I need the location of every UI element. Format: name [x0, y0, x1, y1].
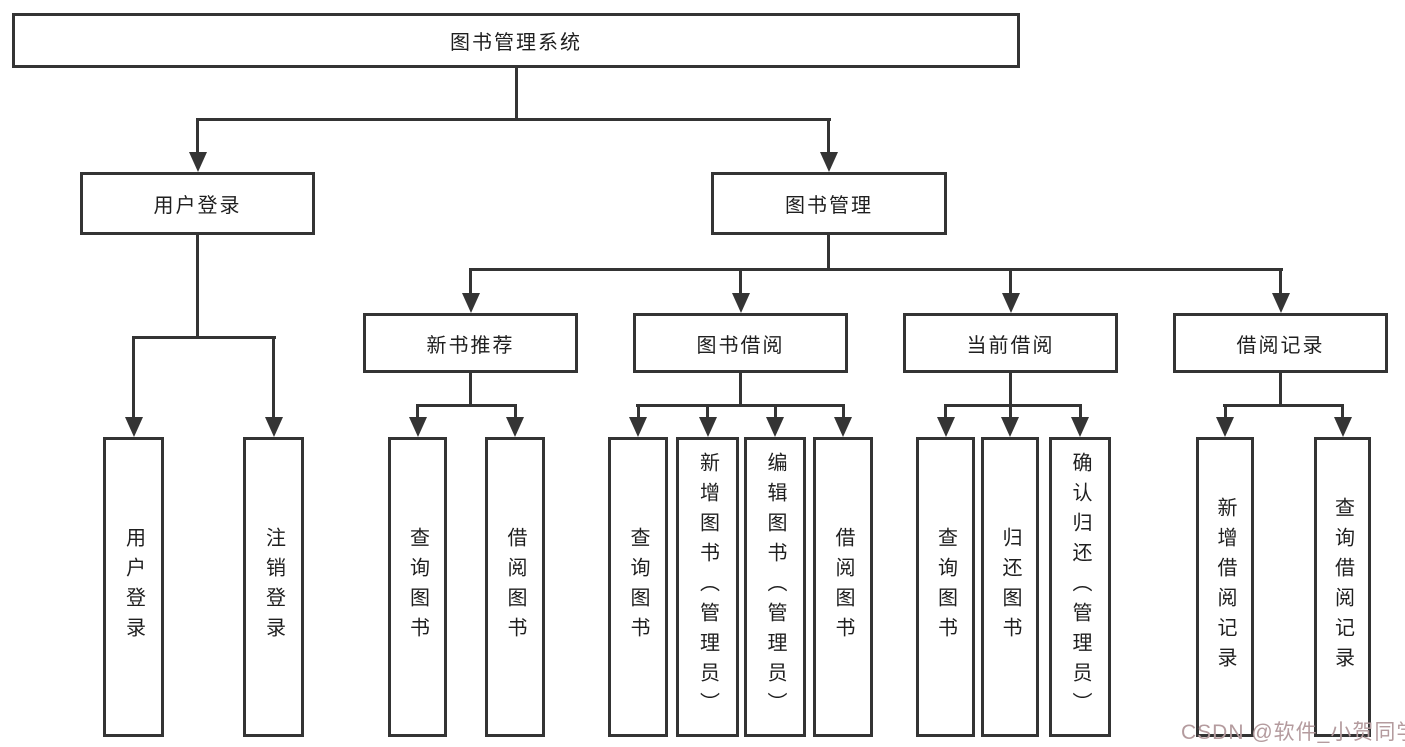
connector-line — [1224, 404, 1227, 420]
connector-line — [1079, 404, 1082, 420]
arrow-down-icon — [506, 417, 524, 437]
arrow-down-icon — [1002, 293, 1020, 313]
node-user-login: 用户登录 — [80, 172, 315, 235]
node-root: 图书管理系统 — [12, 13, 1020, 68]
leaf-edit-book-admin-label: 编辑图书（管理员） — [764, 452, 786, 722]
node-current-borrow: 当前借阅 — [903, 313, 1118, 373]
leaf-borrow-books-recommend-label: 借阅图书 — [504, 527, 526, 647]
connector-line — [416, 404, 517, 407]
arrow-down-icon — [766, 417, 784, 437]
leaf-query-books-borrow-label: 查询图书 — [627, 527, 649, 647]
arrow-down-icon — [820, 152, 838, 172]
connector-line — [1009, 268, 1012, 296]
connector-line — [944, 404, 1082, 407]
connector-line — [1341, 404, 1344, 420]
arrow-down-icon — [265, 417, 283, 437]
connector-line — [469, 373, 472, 406]
connector-line — [827, 118, 830, 156]
leaf-borrow-book-label: 借阅图书 — [832, 527, 854, 647]
connector-line — [196, 235, 199, 338]
arrow-down-icon — [1334, 417, 1352, 437]
node-new-book-recommend-label: 新书推荐 — [426, 334, 515, 357]
leaf-query-books-recommend: 查询图书 — [388, 437, 447, 737]
connector-line — [132, 336, 135, 420]
leaf-query-books-current: 查询图书 — [916, 437, 975, 737]
leaf-query-books-borrow: 查询图书 — [608, 437, 668, 737]
leaf-user-login: 用户登录 — [103, 437, 164, 737]
leaf-logout: 注销登录 — [243, 437, 304, 737]
connector-line — [1009, 373, 1012, 406]
arrow-down-icon — [409, 417, 427, 437]
connector-line — [774, 404, 777, 420]
connector-line — [416, 404, 419, 420]
leaf-logout-label: 注销登录 — [262, 527, 285, 647]
node-root-label: 图书管理系统 — [450, 32, 582, 54]
connector-line — [842, 404, 845, 420]
connector-line — [1279, 373, 1282, 406]
leaf-confirm-return-admin: 确认归还（管理员） — [1049, 437, 1111, 737]
connector-line — [469, 268, 1283, 271]
leaf-query-borrow-record-label: 查询借阅记录 — [1331, 497, 1354, 677]
connector-line — [1223, 404, 1344, 407]
arrow-down-icon — [1071, 417, 1089, 437]
arrow-down-icon — [1216, 417, 1234, 437]
connector-line — [636, 404, 845, 407]
arrow-down-icon — [462, 293, 480, 313]
leaf-add-borrow-record: 新增借阅记录 — [1196, 437, 1254, 737]
node-borrow-records-label: 借阅记录 — [1236, 334, 1325, 357]
connector-line — [196, 118, 199, 156]
node-new-book-recommend: 新书推荐 — [363, 313, 578, 373]
connector-line — [132, 336, 276, 339]
leaf-add-book-admin: 新增图书（管理员） — [676, 437, 739, 737]
arrow-down-icon — [1001, 417, 1019, 437]
connector-line — [944, 404, 947, 420]
connector-line — [469, 268, 472, 296]
connector-line — [514, 404, 517, 420]
node-book-borrow-label: 图书借阅 — [696, 334, 785, 357]
node-borrow-records: 借阅记录 — [1173, 313, 1388, 373]
leaf-return-book: 归还图书 — [981, 437, 1039, 737]
leaf-borrow-books-recommend: 借阅图书 — [485, 437, 545, 737]
watermark: CSDN @软件_小贺同学 — [1181, 721, 1405, 744]
connector-line — [827, 235, 830, 271]
leaf-user-login-label: 用户登录 — [122, 527, 145, 647]
node-book-management: 图书管理 — [711, 172, 947, 235]
connector-line — [196, 118, 831, 121]
node-book-management-label: 图书管理 — [785, 195, 873, 217]
arrow-down-icon — [732, 293, 750, 313]
connector-line — [1009, 404, 1012, 420]
leaf-query-books-current-label: 查询图书 — [934, 527, 957, 647]
arrow-down-icon — [834, 417, 852, 437]
connector-line — [637, 404, 640, 420]
arrow-down-icon — [189, 152, 207, 172]
leaf-borrow-book: 借阅图书 — [813, 437, 873, 737]
connector-line — [272, 336, 275, 420]
leaf-query-books-recommend-label: 查询图书 — [406, 527, 429, 647]
leaf-add-borrow-record-label: 新增借阅记录 — [1214, 497, 1236, 677]
leaf-return-book-label: 归还图书 — [999, 527, 1021, 647]
arrow-down-icon — [125, 417, 143, 437]
leaf-add-book-admin-label: 新增图书（管理员） — [696, 452, 719, 722]
arrow-down-icon — [629, 417, 647, 437]
node-book-borrow: 图书借阅 — [633, 313, 848, 373]
leaf-query-borrow-record: 查询借阅记录 — [1314, 437, 1371, 737]
arrow-down-icon — [937, 417, 955, 437]
arrow-down-icon — [1272, 293, 1290, 313]
leaf-confirm-return-admin-label: 确认归还（管理员） — [1069, 452, 1091, 722]
connector-line — [706, 404, 709, 420]
connector-line — [515, 68, 518, 120]
connector-line — [739, 373, 742, 406]
connector-line — [739, 268, 742, 296]
connector-line — [1279, 268, 1282, 296]
leaf-edit-book-admin: 编辑图书（管理员） — [744, 437, 806, 737]
node-current-borrow-label: 当前借阅 — [966, 334, 1055, 357]
node-user-login-label: 用户登录 — [153, 195, 242, 217]
arrow-down-icon — [699, 417, 717, 437]
